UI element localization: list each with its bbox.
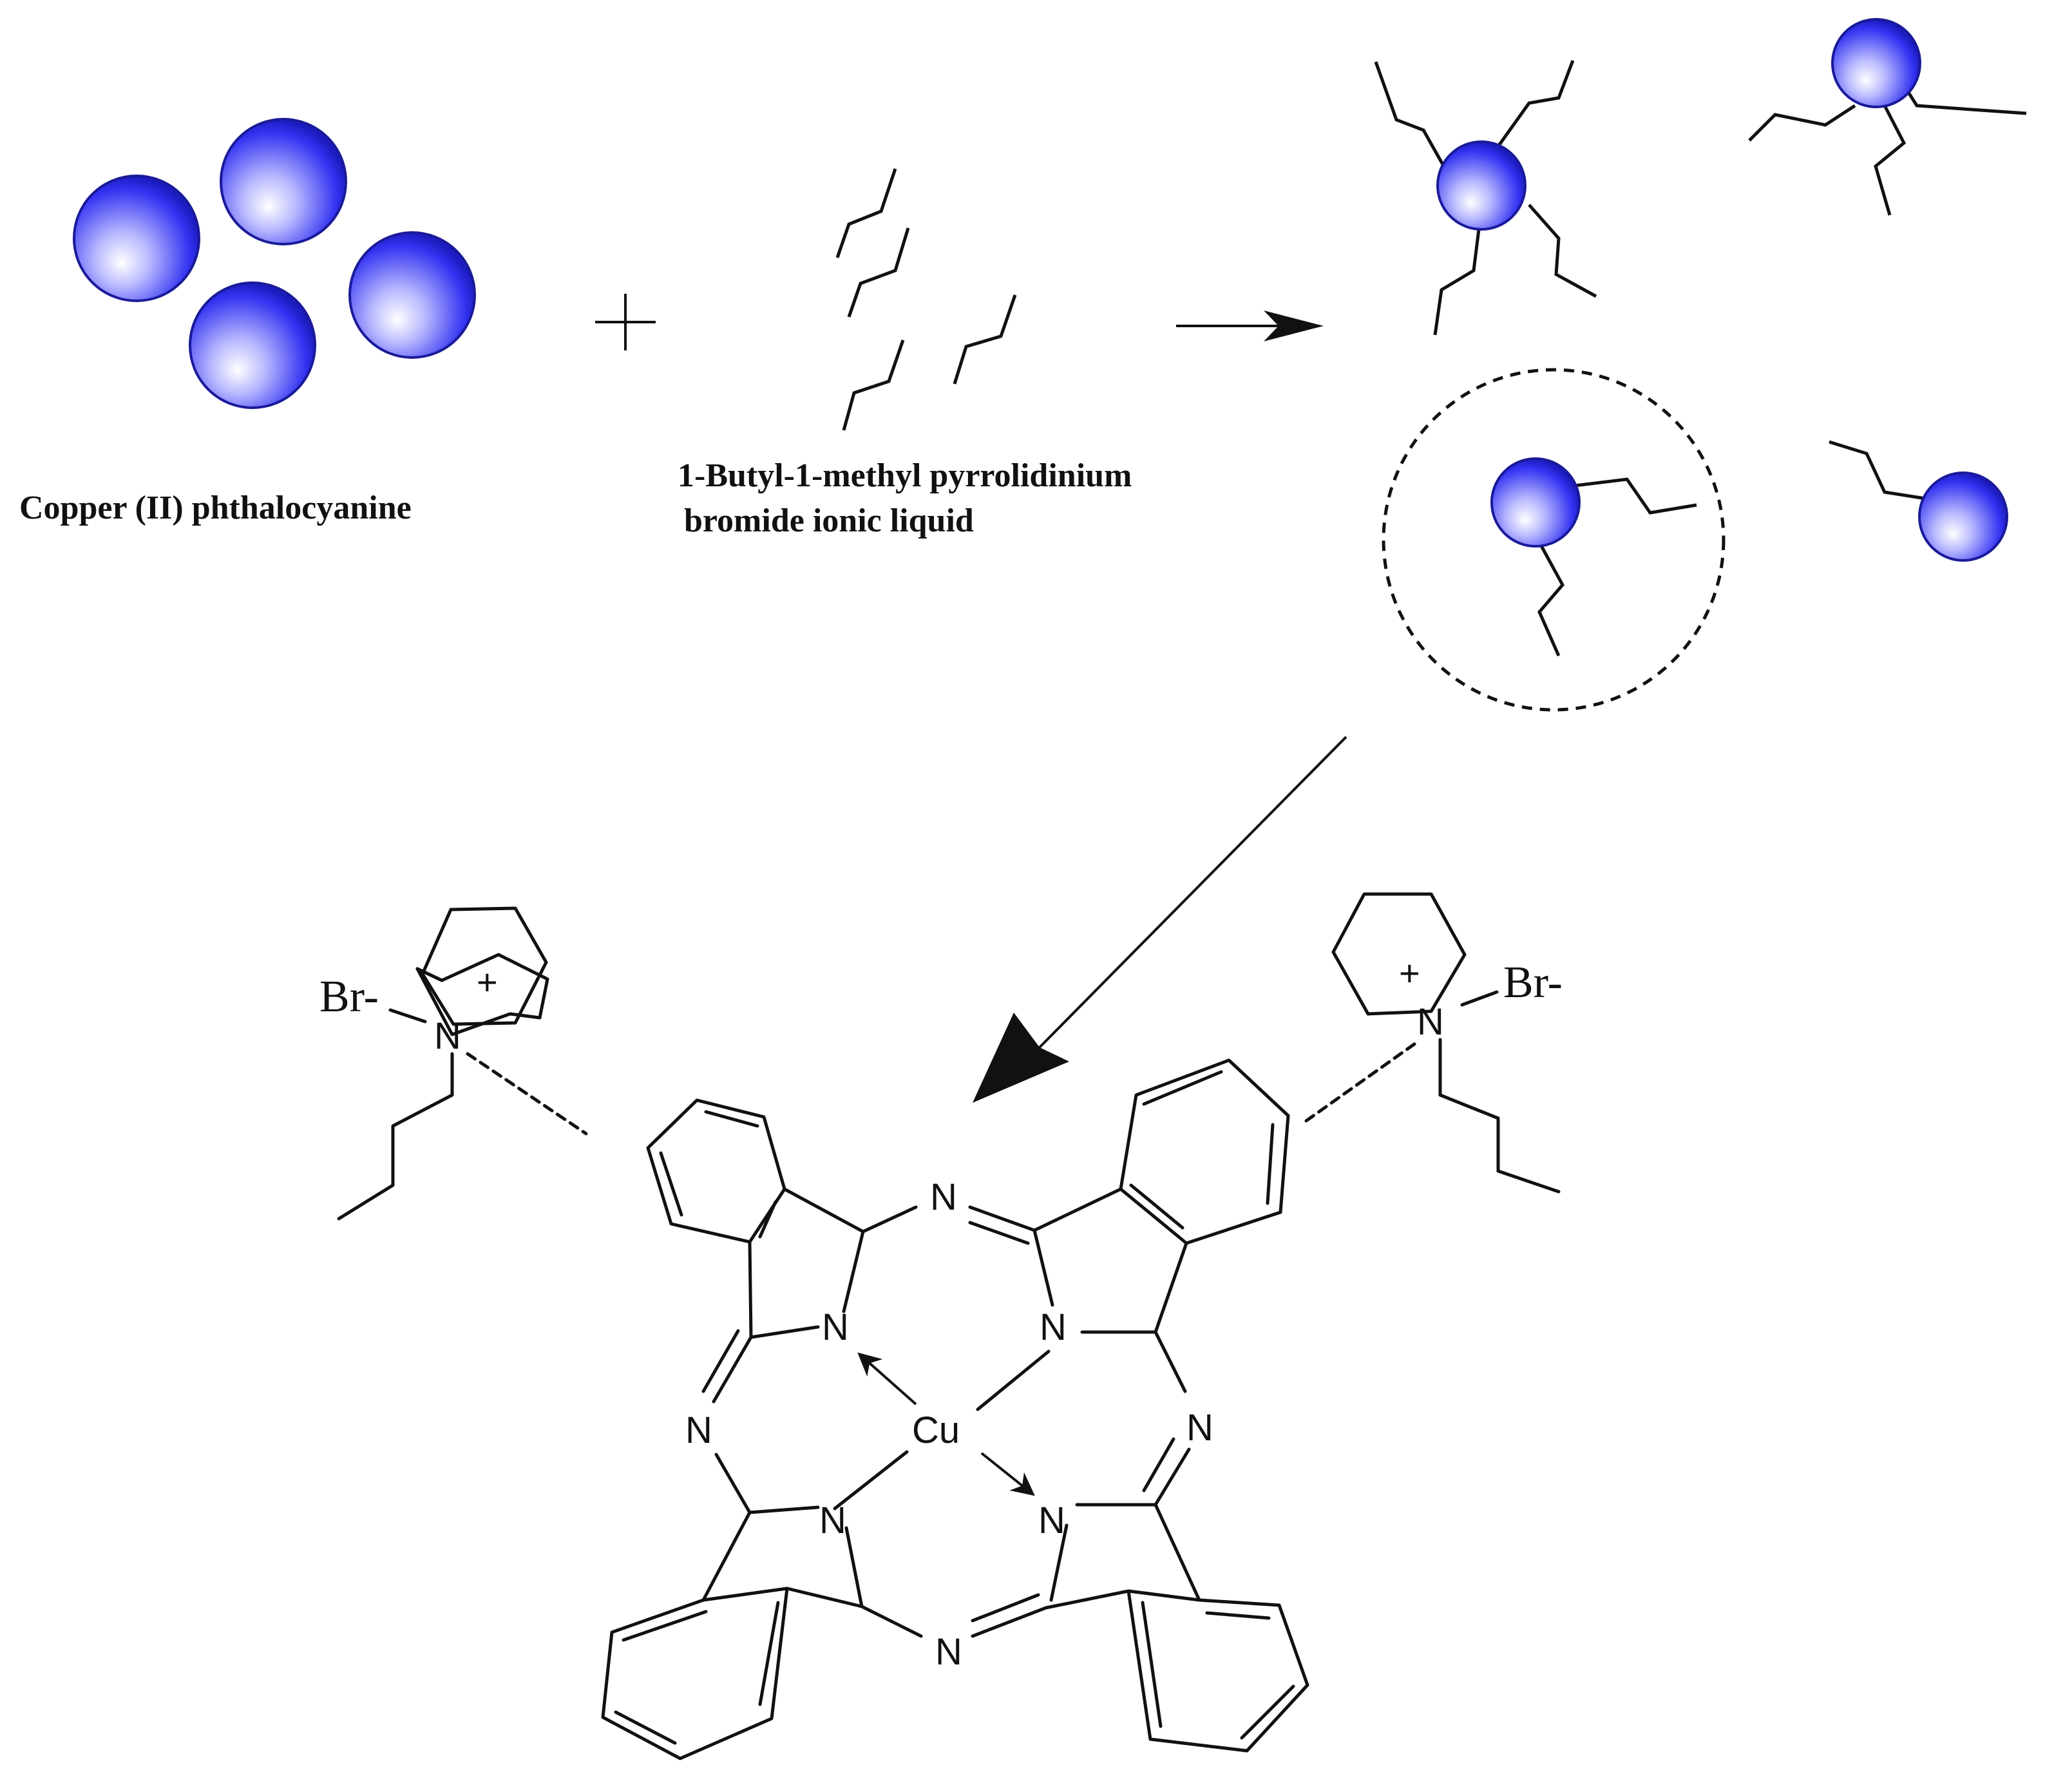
bromide-left: Br- bbox=[319, 972, 379, 1022]
product-particle-1-chain bbox=[1829, 440, 2008, 562]
product-sphere bbox=[1918, 472, 2008, 562]
cu-bond-lower-left bbox=[833, 1450, 909, 1511]
product-particle-3-chains bbox=[1748, 18, 2027, 216]
atom-n-cation-right: N bbox=[1417, 1001, 1444, 1043]
charge-left: + bbox=[477, 962, 498, 1002]
atom-n-meso-left: N bbox=[685, 1409, 712, 1451]
product-particle-highlighted bbox=[1382, 368, 1726, 712]
zoom-arrow bbox=[973, 736, 1347, 1103]
cupc-sphere bbox=[348, 231, 476, 359]
cu-dative-lower-right bbox=[980, 1452, 1035, 1496]
cupc-sphere bbox=[73, 175, 200, 302]
atom-n-meso-top: N bbox=[930, 1176, 957, 1218]
reaction-arrow bbox=[1176, 310, 1324, 341]
cupc-label: Copper (II) phthalocyanine bbox=[19, 490, 412, 526]
bridge-left-upper bbox=[712, 1335, 753, 1404]
bridge-right-upper bbox=[1154, 1330, 1187, 1393]
bridge-right-lower bbox=[1154, 1447, 1191, 1507]
atom-n-cation-left: N bbox=[434, 1015, 461, 1057]
cation-left: Br- N + bbox=[319, 906, 588, 1221]
product-particle-4-chains bbox=[1374, 60, 1597, 336]
charge-right: + bbox=[1399, 953, 1420, 993]
plus-operator bbox=[595, 294, 656, 350]
bridge-top-left bbox=[861, 1205, 918, 1234]
bridge-top-right bbox=[968, 1205, 1036, 1232]
butyl-chain bbox=[842, 339, 905, 431]
cupc-sphere bbox=[189, 281, 316, 409]
interaction-dashed bbox=[466, 1052, 588, 1136]
atom-n-meso-bottom: N bbox=[935, 1631, 962, 1673]
bridge-bottom-left bbox=[860, 1605, 923, 1638]
bridge-left-upper-double bbox=[701, 1329, 740, 1393]
atom-n-pyrrole-upper-right: N bbox=[1040, 1306, 1067, 1348]
cu-bond-upper-right bbox=[976, 1349, 1051, 1411]
ionic-liquid-chains bbox=[835, 168, 1017, 431]
cupc-particles bbox=[73, 118, 476, 409]
atom-n-pyrrole-lower-right: N bbox=[1038, 1500, 1065, 1541]
butyl-chain bbox=[835, 168, 897, 258]
atom-n-meso-right: N bbox=[1186, 1407, 1213, 1449]
cu-dative-upper-left bbox=[857, 1352, 917, 1406]
ionic-liquid-label-line1: 1-Butyl-1-methyl pyrrolidinium bbox=[678, 457, 1132, 494]
bridge-right-lower-double bbox=[1142, 1437, 1175, 1492]
cation-right: Br- N + bbox=[1304, 892, 1563, 1194]
isoindole-upper-left bbox=[646, 1098, 865, 1339]
bridge-bottom-right bbox=[971, 1606, 1048, 1638]
isoindole-upper-right bbox=[1032, 1058, 1290, 1334]
atom-n-pyrrole-lower-left: N bbox=[819, 1500, 846, 1541]
bromide-right: Br- bbox=[1503, 958, 1563, 1007]
product-sphere bbox=[1436, 140, 1526, 231]
bridge-left-lower bbox=[714, 1453, 752, 1514]
butyl-chain bbox=[847, 227, 910, 318]
atom-n-pyrrole-upper-left: N bbox=[822, 1306, 849, 1348]
butyl-chain bbox=[953, 294, 1017, 385]
interaction-dashed bbox=[1304, 1040, 1419, 1123]
product-sphere bbox=[1831, 18, 1921, 108]
product-sphere bbox=[1490, 457, 1581, 548]
atom-cu: Cu bbox=[912, 1409, 960, 1451]
bridge-top-right-double bbox=[968, 1221, 1030, 1245]
isoindole-lower-right bbox=[1044, 1503, 1309, 1753]
bridge-bottom-right-double bbox=[971, 1593, 1040, 1623]
highlight-circle bbox=[1382, 368, 1726, 712]
cupc-structure: N N N N N N N N Cu bbox=[601, 1058, 1309, 1760]
isoindole-lower-left bbox=[601, 1505, 864, 1760]
ionic-liquid-label-line2: bromide ionic liquid bbox=[684, 502, 974, 539]
cupc-sphere bbox=[220, 118, 347, 245]
